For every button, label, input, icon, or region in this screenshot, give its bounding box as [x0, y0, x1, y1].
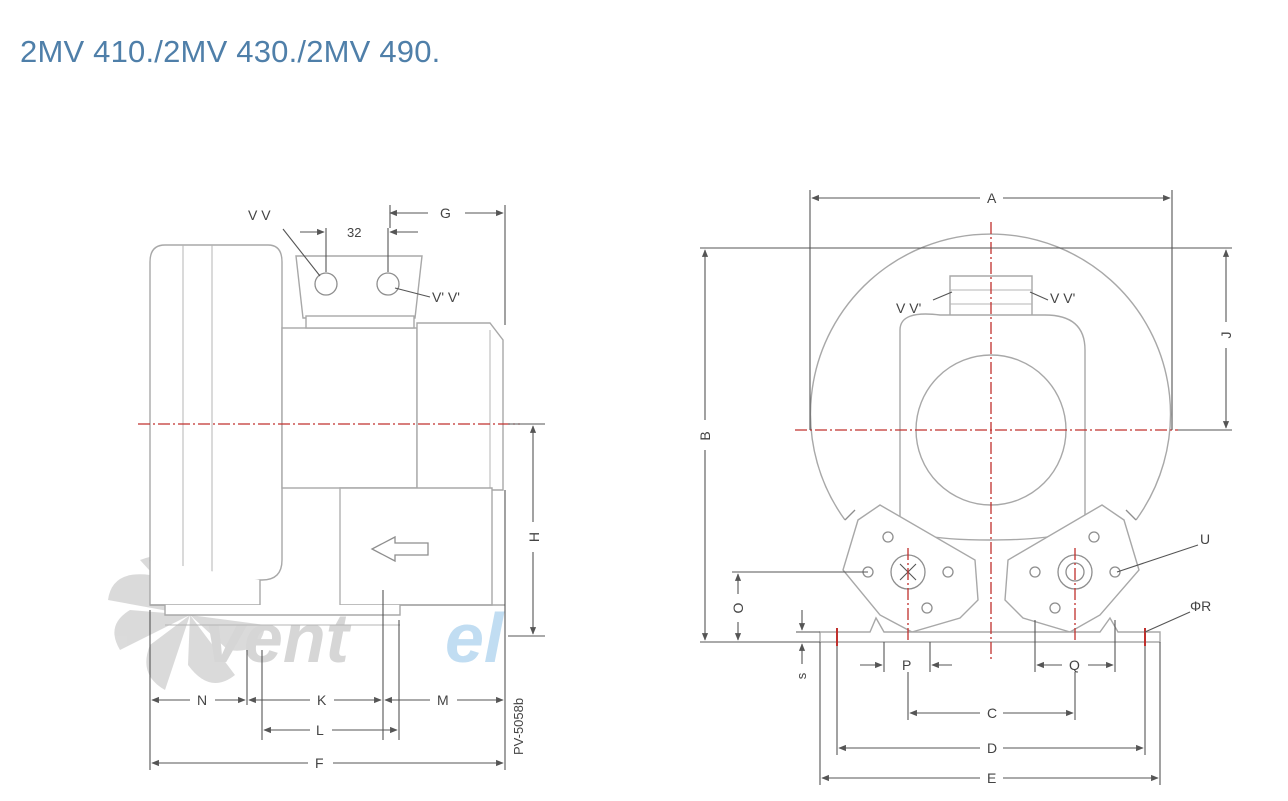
- front-view: A B J V V' V V' U ΦR O s: [697, 190, 1234, 786]
- motor-body: [281, 327, 418, 489]
- vv-label: V V: [248, 207, 271, 223]
- dim-d-label: D: [987, 740, 997, 756]
- dim-p-label: P: [902, 657, 911, 673]
- document-code: PV-5058b: [511, 698, 526, 755]
- motor-end-cap: [416, 322, 504, 491]
- dim-b-label: B: [697, 431, 713, 440]
- dim-h-label: H: [526, 532, 542, 542]
- dim-r-label: ΦR: [1190, 598, 1211, 614]
- cable-gland-right: [376, 272, 400, 296]
- dim-m-label: M: [437, 692, 449, 708]
- page-title: 2MV 410./2MV 430./2MV 490.: [20, 34, 441, 69]
- dim-l-label: L: [316, 722, 324, 738]
- dim-q-label: Q: [1069, 657, 1080, 673]
- dim-n-label: N: [197, 692, 207, 708]
- watermark-text-el: el: [445, 599, 505, 677]
- dim-f-label: F: [315, 755, 324, 771]
- dim-k-label: K: [317, 692, 327, 708]
- dim-32-label: 32: [347, 225, 361, 240]
- flow-arrow-icon: [370, 535, 429, 563]
- dim-c-label: C: [987, 705, 997, 721]
- base-plate: [819, 616, 1161, 643]
- dim-o-label: O: [730, 602, 746, 613]
- cable-gland-left: [314, 272, 338, 296]
- dim-a-label: A: [987, 190, 997, 206]
- side-view: 32 V V V' V' G H N K: [138, 205, 545, 771]
- dim-g-label: G: [440, 205, 451, 221]
- dim-u-label: U: [1200, 531, 1210, 547]
- vv-prime-left-label: V V': [896, 300, 921, 316]
- vv-prime-label: V' V': [432, 289, 460, 305]
- dim-s-label: s: [794, 672, 809, 679]
- vv-prime-right-label: V V': [1050, 290, 1075, 306]
- dim-e-label: E: [987, 770, 996, 786]
- fan-housing: [149, 244, 283, 581]
- dim-j-label: J: [1218, 332, 1234, 339]
- terminal-box: [295, 255, 423, 319]
